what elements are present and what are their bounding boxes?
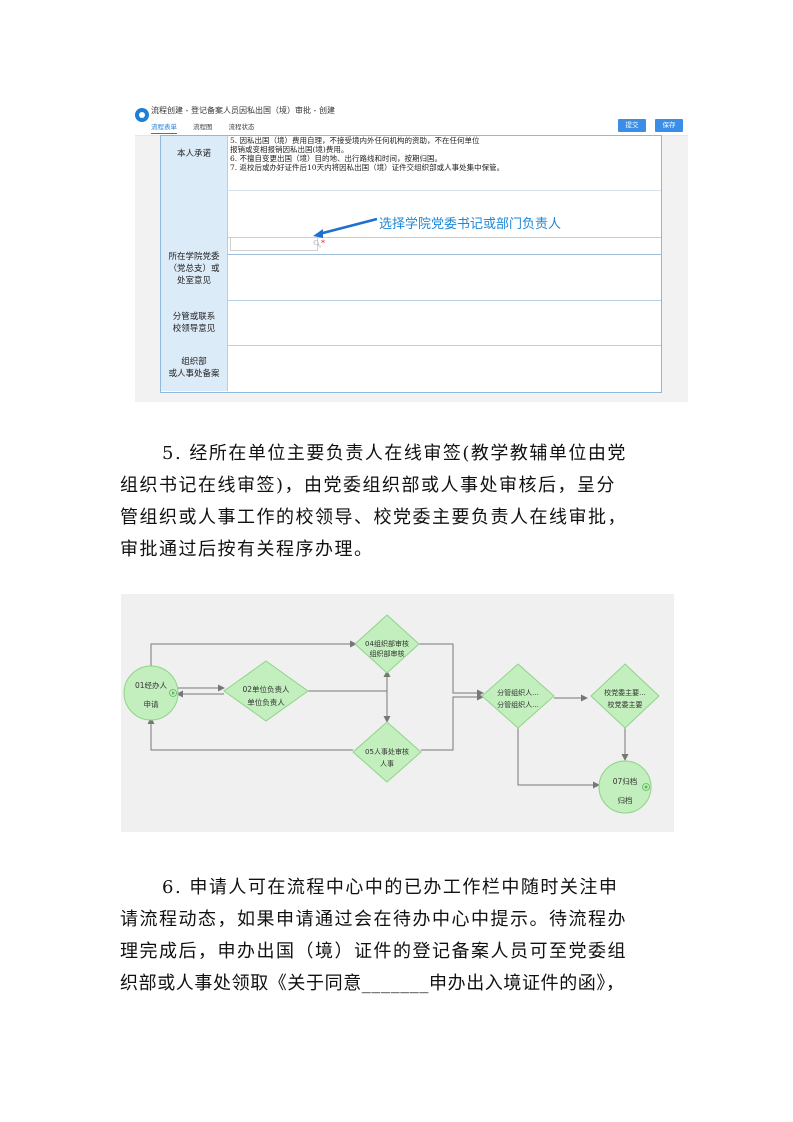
label-line: 分管或联系: [172, 311, 216, 322]
promise-label: 本人承诺: [161, 136, 228, 237]
tab-bar: 流程表单 流程图 流程状态: [151, 121, 255, 134]
paragraph-6: 6. 申请人可在流程中心中的已办工作栏中随时关注申 请流程动态，如果申请通过会在…: [120, 872, 680, 1000]
node-leader[interactable]: 分管组织人... 分管组织人...: [481, 663, 555, 729]
node-org[interactable]: 04组织部审核 组织部审核: [354, 614, 420, 674]
flowchart: 01经办人 申请 02单位负责人 单位负责人 04组织部审核 组织部审核 05人…: [123, 614, 660, 814]
promise-row: 本人承诺 5. 因私出国（境）费用自理，不接受境内外任何机构的资助，不在任何单位…: [161, 136, 661, 238]
edge-org-leader: [419, 643, 484, 697]
app-header: 流程创建 - 登记备案人员因私出国（境）审批 - 创建 流程表单 流程图 流程状…: [135, 99, 688, 136]
tab-flowchart[interactable]: 流程图: [193, 123, 213, 131]
app-logo-icon: [135, 108, 149, 122]
paragraph-line: 管组织或人事工作的校领导、校党委主要负责人在线审批，: [120, 507, 627, 528]
promise-line: 6. 不擅自变更出国（境）目的地、出行路线和时间，按期归国。: [230, 154, 443, 163]
node-label: 04组织部审核: [365, 639, 409, 648]
paragraph-5: 5. 经所在单位主要负责人在线审签(教学教辅单位由党 组织书记在线审签)，由党委…: [120, 438, 680, 566]
paragraph-line: 织部或人事处领取《关于同意_______申办出入境证件的函》，: [120, 973, 625, 994]
node-label: 人事: [380, 759, 394, 768]
node-label: 申请: [144, 699, 159, 709]
label-line: 所在学院党委: [168, 251, 220, 262]
approver-select-input[interactable]: 🔍︎: [230, 237, 322, 251]
annotation-arrow: [313, 217, 378, 238]
edge-hr-start: [147, 717, 353, 751]
paragraph-line: 5. 经所在单位主要负责人在线审签(教学教辅单位由党: [162, 443, 627, 464]
label-line: （党总支）或: [168, 263, 220, 274]
paragraph-line: 组织书记在线审签)，由党委组织部或人事处审核后，呈分: [120, 475, 617, 496]
node-unit[interactable]: 02单位负责人 单位负责人: [223, 660, 309, 722]
save-button[interactable]: 保存: [655, 119, 683, 132]
required-mark: *: [321, 239, 325, 248]
org-record-label: 组织部 或人事处备案: [161, 345, 228, 391]
tab-form[interactable]: 流程表单: [151, 121, 177, 134]
node-label: 07归档: [613, 776, 638, 786]
promise-text: 5. 因私出国（境）费用自理，不接受境内外任何机构的资助，不在任何单位 报销或变…: [230, 136, 504, 172]
flowchart-screenshot: 01经办人 申请 02单位负责人 单位负责人 04组织部审核 组织部审核 05人…: [121, 594, 674, 832]
paragraph-line: 审批通过后按有关程序办理。: [120, 539, 374, 560]
stop-icon: [644, 785, 648, 789]
flow-edges: [147, 640, 629, 789]
node-label: 组织部审核: [370, 649, 405, 658]
node-label: 05人事处审核: [365, 747, 409, 756]
leader-opinion-label: 分管或联系 校领导意见: [161, 300, 228, 345]
label-line: 校领导意见: [172, 323, 216, 334]
paragraph-line: 6. 申请人可在流程中心中的已办工作栏中随时关注申: [162, 877, 619, 898]
promise-line: 7. 返校后或办好证件后10天内将因私出国（境）证件交组织部或人事处集中保管。: [230, 163, 505, 172]
node-label: 02单位负责人: [242, 684, 290, 694]
end-icon: [642, 783, 650, 791]
node-archive[interactable]: 07归档 归档: [598, 760, 652, 814]
promise-line: 5. 因私出国（境）费用自理，不接受境内外任何机构的资助，不在任何单位: [230, 136, 480, 145]
node-label: 01经办人: [135, 680, 168, 690]
node-label: 分管组织人...: [497, 700, 539, 709]
label-line: 组织部: [181, 357, 207, 367]
node-start[interactable]: 01经办人 申请: [123, 665, 179, 721]
college-opinion-row: 所在学院党委 （党总支）或 处室意见: [161, 237, 661, 301]
node-label: 单位负责人: [247, 697, 285, 707]
paragraph-line: 理完成后，申办出国（境）证件的登记备案人员可至党委组: [120, 941, 627, 962]
approval-form: 本人承诺 5. 因私出国（境）费用自理，不接受境内外任何机构的资助，不在任何单位…: [160, 135, 662, 393]
node-label: 归档: [618, 795, 633, 805]
paragraph-line: 请流程动态，如果申请通过会在待办中心中提示。待流程办: [120, 909, 627, 930]
search-icon[interactable]: 🔍︎: [313, 240, 322, 248]
window-title: 流程创建 - 登记备案人员因私出国（境）审批 - 创建: [151, 106, 335, 115]
leader-opinion-row: 分管或联系 校领导意见: [161, 300, 661, 346]
submit-button[interactable]: 提交: [618, 119, 646, 132]
org-record-row: 组织部 或人事处备案: [161, 345, 661, 391]
node-label: 校党委主要...: [604, 688, 646, 697]
promise-line: 报销或变相报销因私出国(境)费用。: [230, 145, 349, 154]
play-icon: [172, 691, 175, 695]
edge-hr-leader: [421, 693, 484, 751]
node-label: 校党委主要: [608, 700, 643, 709]
edge-start-org: [150, 640, 357, 666]
annotation-text: 选择学院党委书记或部门负责人: [379, 217, 562, 232]
edge-leader-archive: [517, 728, 600, 789]
label-line: 处室意见: [176, 275, 211, 286]
college-opinion-label: 所在学院党委 （党总支）或 处室意见: [161, 237, 228, 300]
start-play-icon: [169, 689, 177, 697]
label-line: 或人事处备案: [168, 369, 220, 379]
form-screenshot: 流程创建 - 登记备案人员因私出国（境）审批 - 创建 流程表单 流程图 流程状…: [135, 99, 688, 402]
node-hr[interactable]: 05人事处审核 人事: [352, 721, 422, 783]
node-label: 分管组织人...: [497, 688, 539, 697]
tab-status[interactable]: 流程状态: [228, 123, 255, 131]
node-party[interactable]: 校党委主要... 校党委主要: [590, 663, 660, 729]
